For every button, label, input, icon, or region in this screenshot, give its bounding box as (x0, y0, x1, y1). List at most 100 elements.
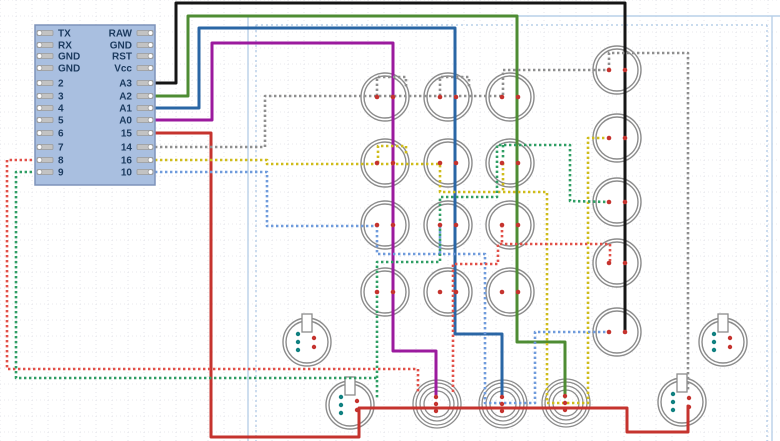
encoder-pin-dot (670, 407, 676, 413)
encoder-pin-dot (338, 410, 344, 416)
mcu-pin-label-A0: A0 (119, 116, 132, 127)
switch-pin-dot (499, 222, 505, 228)
switch-pin-dot (390, 289, 396, 295)
mcu-pad-hole (147, 65, 154, 71)
wire-a0-purple[interactable] (153, 41, 438, 399)
rotary-encoder[interactable] (698, 313, 748, 367)
switch-pin-dot (374, 94, 380, 100)
switch-pin-dot (606, 67, 612, 73)
rotary-encoder[interactable] (657, 373, 707, 427)
wire-a3-black[interactable] (153, 1, 627, 334)
mcu-pad-hole (147, 144, 154, 150)
key-switch[interactable] (360, 267, 410, 317)
key-switch-body (488, 203, 532, 247)
key-switch[interactable] (360, 200, 410, 250)
switch-pin-dot (390, 160, 396, 166)
mcu-pin-label-4: 4 (58, 104, 64, 115)
key-switch-body (595, 241, 639, 285)
switch-pin-dot (374, 289, 380, 295)
mcu-pad-hole (36, 130, 43, 136)
mcu-pin-label-GND: GND (110, 41, 132, 52)
mcu-pad-hole (36, 53, 43, 59)
key-switch-body (426, 75, 470, 119)
key-switch[interactable] (485, 72, 535, 122)
switch-pin-dot (437, 222, 443, 228)
switch-pin-dot (390, 222, 396, 228)
mcu-pin-label-RX: RX (58, 41, 72, 52)
key-switch-body (363, 203, 407, 247)
key-switch[interactable] (423, 200, 473, 250)
wire-9-green-dotted[interactable] (14, 170, 379, 398)
switch-pin-dot (453, 289, 459, 295)
mcu-pad-hole (36, 42, 43, 48)
encoder-pin-dot (686, 395, 692, 401)
key-switch[interactable] (423, 267, 473, 317)
mcu-pad-hole (147, 80, 154, 86)
encoder-pin-dot (686, 404, 692, 410)
wire-a2-green[interactable] (153, 14, 567, 399)
mcu-pin-label-GND: GND (58, 64, 80, 75)
wire-14-grey[interactable] (155, 68, 609, 149)
rotary-encoder[interactable] (325, 376, 375, 430)
switch-pin-dot (499, 289, 505, 295)
mcu-pin-label-16: 16 (121, 156, 133, 167)
key-switch-body (363, 141, 407, 185)
key-switch[interactable] (423, 138, 473, 188)
key-switch[interactable] (485, 267, 535, 317)
key-switch-body (426, 270, 470, 314)
switch-pin-dot (606, 260, 612, 266)
key-switch[interactable] (423, 72, 473, 122)
wires (5, 1, 690, 439)
wire-16-yellow[interactable] (155, 136, 609, 405)
mcu-board[interactable]: TXRXGNDGND23456789RAWGNDRSTVccA3A2A1A015… (34, 24, 156, 186)
mcu-pad-hole (147, 157, 154, 163)
wire-8-red-dotted[interactable] (5, 158, 420, 394)
key-switch[interactable] (485, 200, 535, 250)
mcu-pad-hole (147, 169, 154, 175)
encoder-pin-dot (711, 347, 717, 353)
wire-10-blue-dotted[interactable] (155, 170, 609, 405)
wire-15-red[interactable] (153, 131, 690, 439)
rotary-encoder[interactable] (282, 313, 332, 367)
mcu-pin-label-14: 14 (121, 143, 133, 154)
key-switch[interactable] (360, 138, 410, 188)
mcu-pin-label-A2: A2 (119, 92, 132, 103)
mcu-pin-label-A1: A1 (119, 104, 132, 115)
key-switch[interactable] (592, 238, 642, 288)
knob-pin-dot (499, 401, 505, 407)
encoder-pin-dot (727, 335, 733, 341)
encoder-pin-dot (354, 398, 360, 404)
mcu-pin-label-TX: TX (58, 29, 71, 40)
wire-a1-blue[interactable] (153, 26, 504, 399)
switch-pin-dot (606, 135, 612, 141)
mcu-pad-hole (36, 65, 43, 71)
wire-14-grey-tail[interactable] (607, 51, 690, 390)
wire-9-green-dotted-chain[interactable] (375, 143, 610, 378)
switch-pin-dot (453, 94, 459, 100)
switch-pin-dot (515, 289, 521, 295)
knob-pin-dot (562, 393, 568, 399)
mcu-pin-label-RST: RST (112, 52, 132, 63)
key-switch-body (363, 270, 407, 314)
component-bodies (282, 45, 748, 430)
encoder-pin-dot (338, 402, 344, 408)
mcu-pin-label-Vcc: Vcc (114, 64, 132, 75)
knob-pin-dot (562, 407, 568, 413)
mcu-pad-hole (36, 80, 43, 86)
key-switch[interactable] (592, 113, 642, 163)
component-pins (295, 67, 733, 416)
wire-8-red-dotted-chain[interactable] (451, 242, 612, 392)
encoder-pin-dot (670, 391, 676, 397)
switch-pin-dot (515, 94, 521, 100)
key-switch[interactable] (592, 177, 642, 227)
key-switch[interactable] (592, 45, 642, 95)
encoder-notch (301, 313, 313, 333)
mcu-pad-hole (36, 157, 43, 163)
switch-pin-dot (437, 160, 443, 166)
switch-pin-dot (437, 94, 443, 100)
key-switch-body (595, 310, 639, 354)
mcu-pad-hole (147, 93, 154, 99)
switch-pin-dot (515, 160, 521, 166)
wire-16-yellow-hook[interactable] (376, 144, 408, 163)
